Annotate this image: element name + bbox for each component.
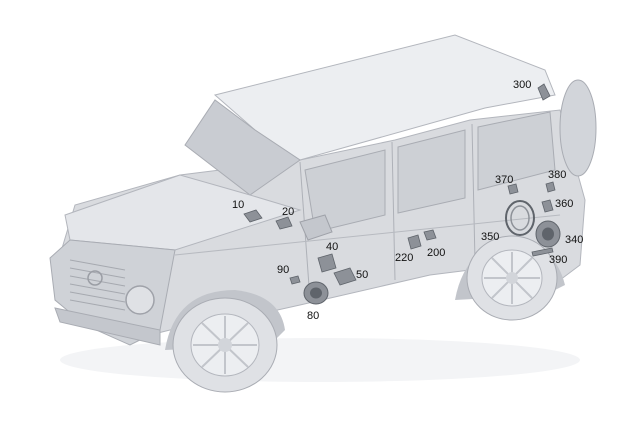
part-20[interactable] (275, 216, 293, 230)
callout-360: 360 (555, 198, 573, 210)
side-mirror (299, 214, 333, 241)
spare-wheel-cover (559, 79, 597, 177)
windshield (184, 99, 301, 196)
side-trim-line (174, 214, 561, 256)
callout-10: 10 (232, 199, 244, 211)
part-80[interactable] (303, 281, 329, 305)
part-90[interactable] (289, 275, 301, 285)
highlighted-parts (243, 83, 561, 305)
part-40[interactable] (317, 253, 337, 273)
part-50[interactable] (333, 267, 357, 286)
part-390[interactable] (531, 247, 554, 257)
front-grille (69, 259, 126, 311)
part-300[interactable] (537, 83, 551, 101)
callout-390: 390 (549, 254, 567, 266)
headlight (125, 285, 155, 315)
ground-shadow (60, 338, 580, 382)
part-370[interactable] (507, 183, 519, 195)
callout-350: 350 (481, 231, 499, 243)
part-380[interactable] (545, 181, 556, 193)
part-200[interactable] (423, 229, 437, 241)
front-side-window (304, 149, 386, 233)
callout-40: 40 (326, 241, 338, 253)
callout-50: 50 (356, 269, 368, 281)
callout-300: 300 (513, 79, 531, 91)
front-wheel (172, 297, 278, 393)
rear-quarter-window (477, 111, 556, 191)
rear-wheel (466, 235, 558, 321)
callout-20: 20 (282, 206, 294, 218)
front-emblem (87, 270, 103, 286)
callout-labels: 10 20 40 50 80 90 200 220 300 340 350 36… (232, 79, 583, 322)
part-350[interactable] (505, 200, 535, 236)
front-bumper (54, 307, 161, 346)
callout-220: 220 (395, 252, 413, 264)
callout-380: 380 (548, 169, 566, 181)
callout-200: 200 (427, 247, 445, 259)
callout-340: 340 (565, 234, 583, 246)
callout-90: 90 (277, 264, 289, 276)
rear-side-window (397, 129, 466, 214)
callout-80: 80 (307, 310, 319, 322)
part-360[interactable] (541, 199, 554, 213)
part-10[interactable] (243, 209, 263, 223)
part-220[interactable] (407, 234, 422, 250)
callout-370: 370 (495, 174, 513, 186)
part-340[interactable] (535, 220, 561, 248)
